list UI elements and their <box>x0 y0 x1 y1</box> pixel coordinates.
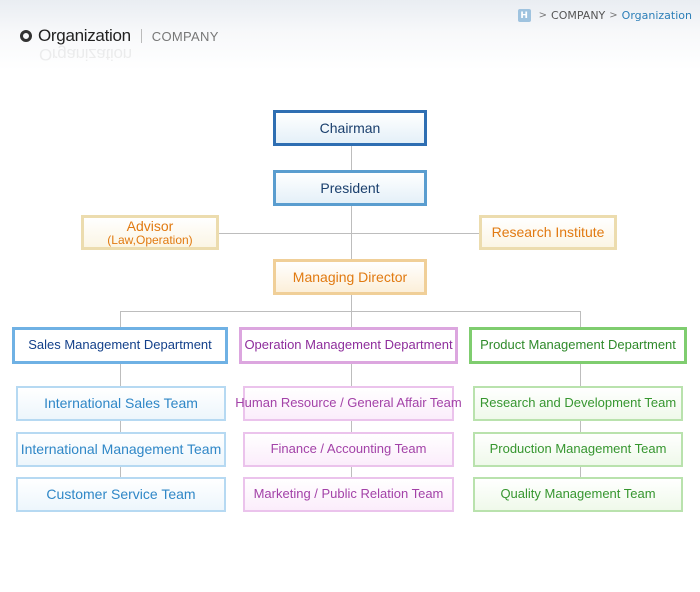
org-node-team: Human Resource / General Affair Team <box>235 386 462 421</box>
org-node-team: Production Management Team <box>473 432 683 467</box>
org-node-team: Research and Development Team <box>473 386 683 421</box>
page-title-reflection: Organization <box>39 45 132 64</box>
team-label: Quality Management Team <box>500 486 656 502</box>
org-node-team: Quality Management Team <box>473 477 683 512</box>
org-node-president: President <box>273 170 427 206</box>
department-label: Sales Management Department <box>28 337 212 353</box>
managing-director-label: Managing Director <box>292 268 408 285</box>
org-node-managing-director: Managing Director <box>273 259 427 295</box>
research-institute-label: Research Institute <box>491 224 605 241</box>
breadcrumb-company[interactable]: COMPANY <box>551 9 606 22</box>
org-node-research-institute: Research Institute <box>479 215 617 250</box>
team-label: International Management Team <box>20 441 222 458</box>
department-label: Product Management Department <box>480 337 676 353</box>
chevron-right-icon: > <box>538 10 548 21</box>
team-label: Finance / Accounting Team <box>270 441 427 457</box>
org-node-sales-department: Sales Management Department <box>12 327 228 364</box>
org-node-operation-department: Operation Management Department <box>239 327 458 364</box>
team-label: Research and Development Team <box>479 395 677 411</box>
circle-bullet-icon <box>20 30 32 42</box>
advisor-label: Advisor <box>126 217 174 234</box>
breadcrumb: H > COMPANY > Organization <box>517 9 692 22</box>
org-node-team: International Sales Team <box>16 386 226 421</box>
connector-line <box>580 311 581 328</box>
team-label: Marketing / Public Relation Team <box>253 486 444 502</box>
team-label: International Sales Team <box>44 395 198 412</box>
chairman-label: Chairman <box>319 119 381 136</box>
chevron-right-icon: > <box>609 10 618 21</box>
home-icon[interactable]: H <box>517 9 531 22</box>
connector-line <box>351 205 352 260</box>
team-label: Production Management Team <box>489 441 667 457</box>
org-node-chairman: Chairman <box>273 110 427 146</box>
header-band <box>0 0 700 70</box>
connector-line <box>218 233 480 234</box>
title-divider <box>140 29 142 43</box>
breadcrumb-organization: Organization <box>621 9 692 22</box>
page-title-text: Organization <box>38 26 131 45</box>
department-label: Operation Management Department <box>244 337 453 353</box>
advisor-detail: (Law,Operation) <box>107 232 193 247</box>
page-subtitle: COMPANY <box>151 28 219 44</box>
team-label: Customer Service Team <box>46 486 196 503</box>
team-label: Human Resource / General Affair Team <box>235 395 462 411</box>
org-node-team: Finance / Accounting Team <box>243 432 454 467</box>
org-node-team: Marketing / Public Relation Team <box>243 477 454 512</box>
org-node-team: Customer Service Team <box>16 477 226 512</box>
connector-line <box>351 145 352 171</box>
org-node-team: International Management Team <box>16 432 226 467</box>
connector-line <box>120 311 580 312</box>
connector-line <box>120 311 121 328</box>
page-title: Organization COMPANY <box>20 26 219 46</box>
org-node-advisor: Advisor (Law,Operation) <box>81 215 219 250</box>
org-node-product-department: Product Management Department <box>469 327 687 364</box>
president-label: President <box>320 179 380 196</box>
